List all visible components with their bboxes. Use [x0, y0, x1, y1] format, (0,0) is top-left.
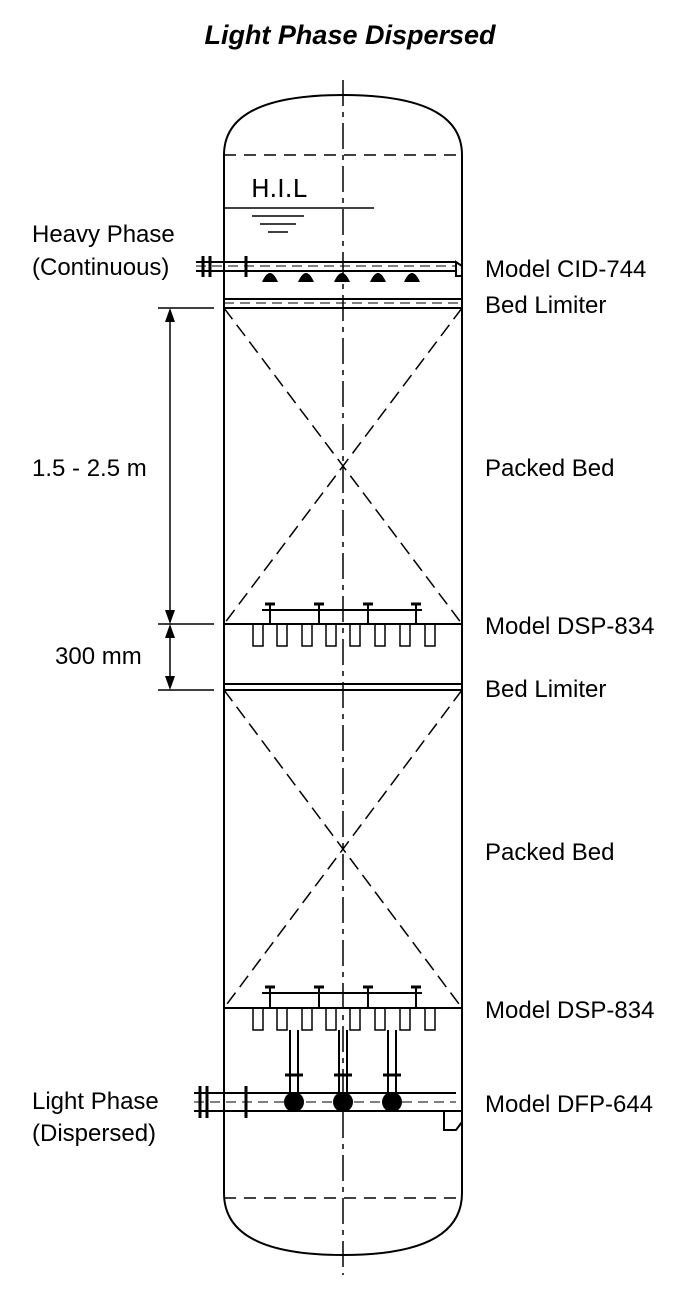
- bed-height-dimension-label: 1.5 - 2.5 m: [32, 455, 147, 482]
- cid-nozzle-1: [262, 273, 278, 282]
- dsp-distributor-upper: [224, 602, 462, 647]
- hil-label: H.I.L: [251, 174, 307, 203]
- dsp-upper-tube-8: [424, 623, 436, 647]
- label-cid-744: Model CID-744: [485, 256, 646, 283]
- dsp-lower-tube-3: [301, 1007, 313, 1031]
- packed-bed-lower: [223, 689, 463, 1009]
- dsp-lower-tube-4: [325, 1007, 337, 1031]
- dsp-lower-tube-5: [349, 1007, 361, 1031]
- dimension-bed-height: [158, 307, 214, 625]
- dsp-upper-tube-3: [301, 623, 313, 647]
- cid-nozzle-5: [404, 273, 420, 282]
- bed-limiter-upper: [224, 298, 462, 309]
- dsp-upper-tube-2: [276, 623, 288, 647]
- dsp-upper-tube-1: [252, 623, 264, 647]
- dfp-hub-left: [284, 1092, 304, 1112]
- dsp-lower-tube-2: [276, 1007, 288, 1031]
- dsp-distributor-lower: [224, 985, 462, 1031]
- dimension-spacing: [158, 624, 214, 691]
- hil-level-marker: H.I.L: [224, 174, 374, 233]
- dfp-hub-right: [382, 1092, 402, 1112]
- label-bed-limiter-upper: Bed Limiter: [485, 292, 606, 319]
- cid-nozzle-3: [334, 273, 350, 282]
- dsp-upper-tube-4: [325, 623, 337, 647]
- dsp-lower-tube-7: [399, 1007, 411, 1031]
- heavy-phase-inlet-distributor: [196, 256, 463, 282]
- spacing-dimension-label: 300 mm: [55, 643, 142, 670]
- dsp-lower-tube-8: [424, 1007, 436, 1031]
- label-dsp-834-lower: Model DSP-834: [485, 997, 654, 1024]
- label-bed-limiter-lower: Bed Limiter: [485, 676, 606, 703]
- cid-nozzle-4: [370, 273, 386, 282]
- heavy-phase-label-line2: (Continuous): [32, 254, 169, 281]
- label-dfp-644: Model DFP-644: [485, 1091, 653, 1118]
- heavy-phase-label-line1: Heavy Phase: [32, 221, 175, 248]
- dsp-upper-tube-5: [349, 623, 361, 647]
- dfp-hub-center: [333, 1092, 353, 1112]
- packed-bed-upper: [223, 307, 463, 625]
- light-phase-label-line1: Light Phase: [32, 1088, 159, 1115]
- dsp-upper-tube-6: [374, 623, 386, 647]
- dsp-lower-tube-6: [374, 1007, 386, 1031]
- dsp-upper-tube-7: [399, 623, 411, 647]
- label-packed-bed-upper: Packed Bed: [485, 455, 614, 482]
- label-dsp-834-upper: Model DSP-834: [485, 613, 654, 640]
- diagram-title: Light Phase Dispersed: [204, 20, 496, 50]
- label-packed-bed-lower: Packed Bed: [485, 839, 614, 866]
- dfp-feed-pipe-distributor: [194, 1030, 463, 1131]
- light-phase-label-line2: (Dispersed): [32, 1120, 156, 1147]
- dsp-lower-tube-1: [252, 1007, 264, 1031]
- cid-nozzle-2: [298, 273, 314, 282]
- bed-limiter-lower: [224, 683, 462, 691]
